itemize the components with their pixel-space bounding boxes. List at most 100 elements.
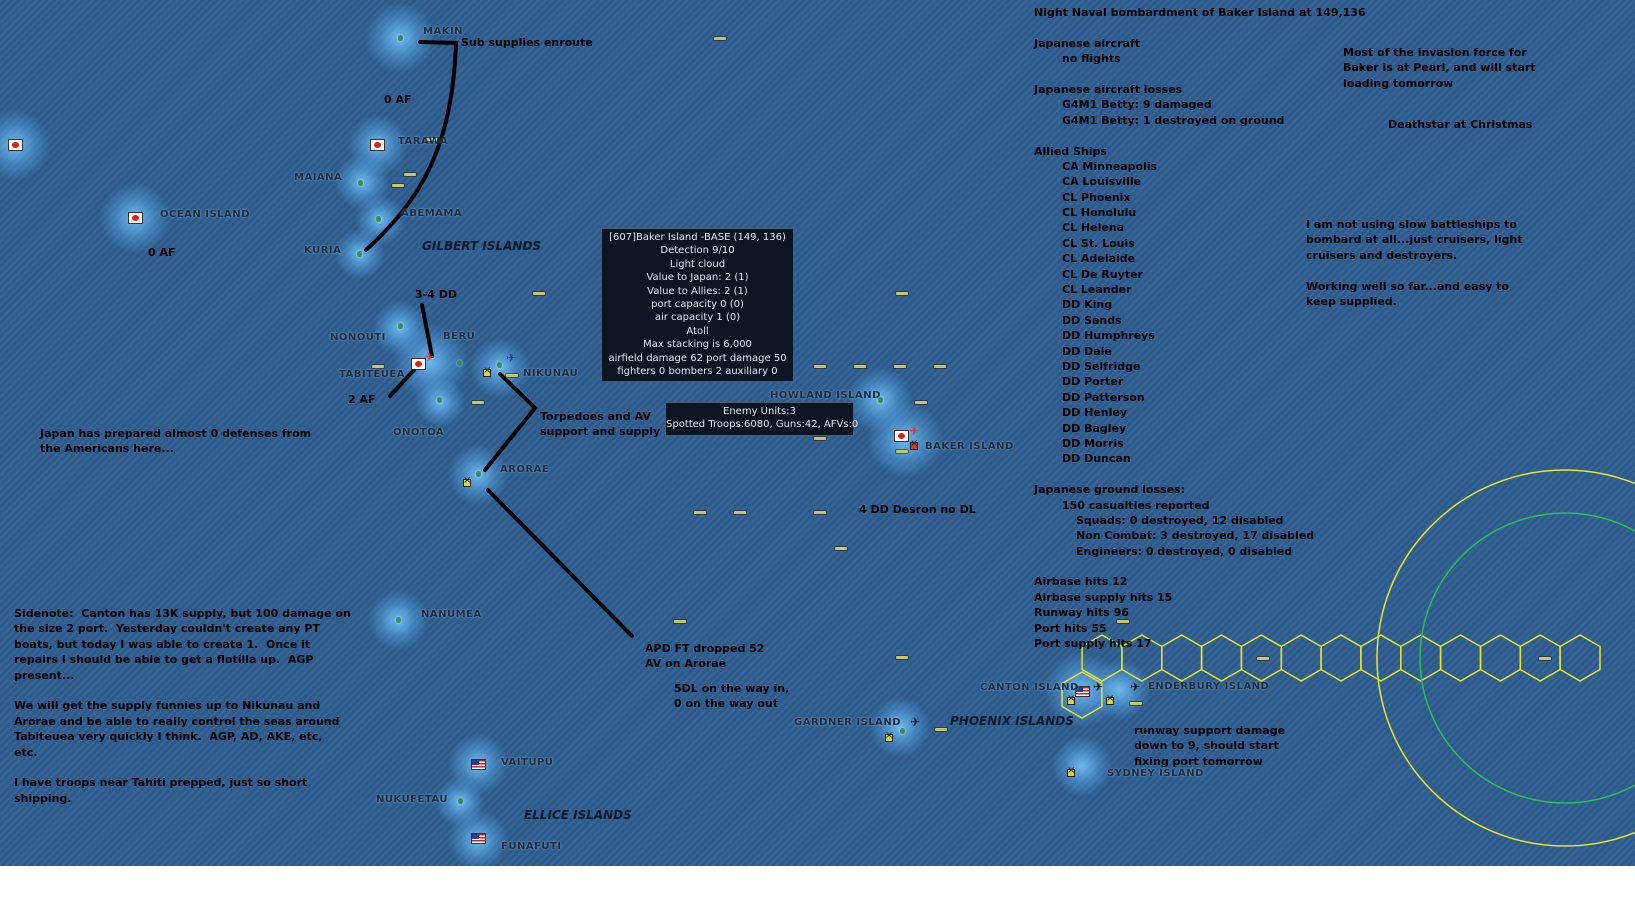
hex-cell: [1559, 634, 1601, 682]
aircraft-icon[interactable]: ✈: [909, 424, 920, 438]
ship-task-force-icon[interactable]: [894, 365, 906, 368]
base-label-onotoa[interactable]: ONOTOA: [393, 427, 445, 438]
ship-task-force-icon[interactable]: [533, 292, 545, 295]
combat-report-line: [1034, 128, 1366, 143]
combat-report: Night Naval bombardment of Baker Island …: [1034, 5, 1366, 651]
base-marker-icon[interactable]: [1067, 765, 1075, 777]
tooltip-line: Detection 9/10: [660, 245, 735, 257]
aircraft-icon[interactable]: ✈: [1130, 680, 1141, 694]
ship-task-force-icon[interactable]: [372, 365, 384, 368]
japan-flag-icon[interactable]: [128, 212, 143, 224]
route-lines: [364, 40, 634, 638]
base-label-nukufetau[interactable]: NUKUFETAU: [376, 794, 448, 805]
tooltip-line: Atoll: [686, 325, 709, 337]
base-label-enderbury-island[interactable]: ENDERBURY ISLAND: [1148, 681, 1270, 692]
base-marker-icon[interactable]: [483, 365, 491, 377]
base-marker-icon[interactable]: [885, 730, 893, 742]
hex-cell: [1360, 634, 1402, 682]
base-label-tabiteuea[interactable]: TABITEUEA: [339, 369, 405, 380]
ship-task-force-icon[interactable]: [896, 656, 908, 659]
base-label-abemama[interactable]: ABEMAMA: [401, 208, 463, 219]
combat-report-line: Allied Ships: [1034, 144, 1107, 158]
ship-task-force-icon[interactable]: [392, 184, 404, 187]
tooltip-line: Max stacking is 6,000: [643, 339, 752, 351]
ship-task-force-icon[interactable]: [472, 401, 484, 404]
base-label-kuria[interactable]: KURIA: [304, 245, 342, 256]
ship-task-force-icon[interactable]: [935, 728, 947, 731]
base-label-nonouti[interactable]: NONOUTI: [330, 332, 386, 343]
ship-task-force-icon[interactable]: [915, 401, 927, 404]
route-3-4-dd: [420, 303, 434, 358]
combat-report-line: no flights: [1062, 52, 1121, 66]
us-flag-icon[interactable]: [1075, 686, 1090, 697]
tooltip-line: fighters 0 bombers 2 auxiliary 0: [617, 366, 778, 378]
route-sub-supply: [364, 40, 459, 252]
ship-task-force-icon[interactable]: [854, 365, 866, 368]
combat-report-line: CA Minneapolis: [1062, 159, 1158, 173]
ship-task-force-icon[interactable]: [714, 37, 726, 40]
ship-task-force-icon[interactable]: [1117, 620, 1129, 623]
us-flag-icon[interactable]: [471, 833, 486, 844]
game-map[interactable]: ✈ ✈ ✈ ✈ ✈ ✈ MAKIN TARAWA MAIANA ABEMAMA …: [0, 0, 1635, 866]
base-label-howland-island[interactable]: HOWLAND ISLAND: [770, 390, 881, 401]
base-label-vaitupu[interactable]: VAITUPU: [501, 757, 554, 768]
base-label-nanumea[interactable]: NANUMEA: [421, 609, 482, 620]
combat-report-line: G4M1 Betty: 9 damaged: [1062, 98, 1212, 112]
japan-flag-icon[interactable]: [411, 358, 426, 370]
base-marker-icon[interactable]: [1067, 693, 1075, 705]
combat-report-line: CL De Ruyter: [1062, 267, 1143, 281]
ship-task-force-icon[interactable]: [734, 511, 746, 514]
us-flag-icon[interactable]: [471, 759, 486, 770]
japan-flag-icon[interactable]: [8, 139, 23, 151]
base-label-nikunau[interactable]: NIKUNAU: [523, 368, 579, 379]
ship-task-force-icon[interactable]: [814, 511, 826, 514]
aircraft-icon[interactable]: ✈: [1093, 680, 1104, 694]
ship-task-force-icon[interactable]: [674, 620, 686, 623]
ship-task-force-icon[interactable]: [426, 138, 438, 141]
ship-task-force-icon[interactable]: [835, 547, 847, 550]
aircraft-icon[interactable]: ✈: [506, 351, 517, 365]
ship-task-force-icon[interactable]: [506, 374, 518, 377]
base-label-baker-island[interactable]: BAKER ISLAND: [925, 441, 1014, 452]
region-label-ellice: ELLICE ISLANDS: [524, 808, 632, 822]
base-label-maiana[interactable]: MAIANA: [294, 172, 343, 183]
base-label-tarawa[interactable]: TARAWA: [398, 136, 449, 147]
ship-task-force-icon[interactable]: [694, 511, 706, 514]
island-marker: [398, 323, 403, 329]
base-marker-icon[interactable]: [1106, 693, 1114, 705]
japan-flag-icon[interactable]: [894, 430, 909, 442]
tooltip-line: Value to Japan: 2 (1): [646, 272, 749, 284]
base-label-beru[interactable]: BERU: [443, 331, 476, 342]
ship-task-force-icon[interactable]: [814, 365, 826, 368]
base-label-makin[interactable]: MAKIN: [423, 26, 464, 37]
base-label-arorae[interactable]: ARORAE: [500, 464, 550, 475]
aircraft-icon[interactable]: ✈: [910, 715, 921, 729]
combat-report-line: Squads: 0 destroyed, 12 disabled: [1076, 513, 1284, 527]
ship-task-force-icon[interactable]: [1130, 702, 1142, 705]
base-label-sydney-island[interactable]: SYDNEY ISLAND: [1107, 768, 1204, 779]
ship-task-force-icon[interactable]: [404, 173, 416, 176]
aircraft-icon[interactable]: ✈: [424, 350, 435, 364]
base-label-funafuti[interactable]: FUNAFUTI: [501, 841, 562, 852]
tooltip-line: airfield damage 62 port damage 50: [608, 352, 787, 364]
annotation-af-left: 0 AF: [148, 246, 176, 259]
base-label-ocean-island[interactable]: OCEAN ISLAND: [160, 209, 250, 220]
combat-report-line: Port hits 55: [1034, 621, 1107, 635]
ship-task-force-icon[interactable]: [814, 437, 826, 440]
ship-task-force-icon[interactable]: [896, 292, 908, 295]
base-marker-icon[interactable]: [463, 475, 471, 487]
annotation-sidenote: Sidenote: Canton has 13K supply, but 100…: [14, 607, 351, 805]
japan-flag-icon[interactable]: [370, 139, 385, 151]
ship-task-force-icon[interactable]: [896, 450, 908, 453]
island-marker: [497, 362, 502, 368]
base-label-gardner-island[interactable]: GARDNER ISLAND: [794, 717, 902, 728]
base-marker-icon[interactable]: [910, 438, 918, 450]
route-apd: [486, 488, 634, 638]
annotation-apd: APD FT dropped 52 AV on Arorae: [645, 642, 765, 671]
combat-report-line: DD Henley: [1062, 406, 1127, 420]
base-label-canton-island[interactable]: CANTON ISLAND: [980, 682, 1079, 693]
annotation-japan-prepared: Japan has prepared almost 0 defenses fro…: [40, 427, 312, 456]
ship-task-force-icon[interactable]: [934, 365, 946, 368]
ship-task-force-icon[interactable]: [1257, 657, 1269, 660]
ship-task-force-icon[interactable]: [1539, 657, 1551, 660]
